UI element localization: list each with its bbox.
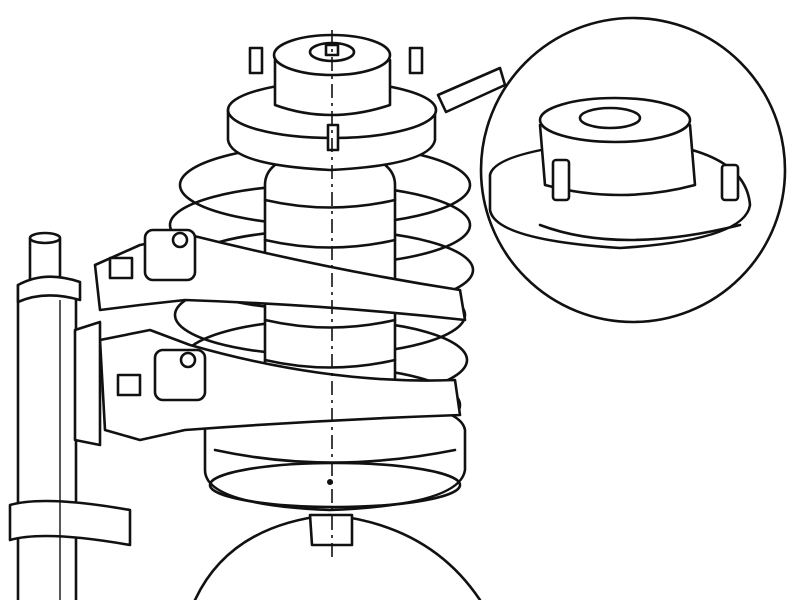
shock-absorber-tube — [8, 231, 132, 600]
stud-bolt-front — [326, 123, 340, 152]
stud-bolt-left — [248, 46, 264, 75]
inset-stud-right — [720, 163, 740, 202]
inset-stud-left — [551, 158, 571, 202]
lower-dome — [193, 513, 482, 600]
detail-inset-callout — [436, 16, 787, 324]
stud-bolt-right — [408, 46, 424, 75]
spring-compressor-lower-arm — [73, 320, 462, 447]
spring-compressor-upper-arm — [93, 228, 467, 322]
